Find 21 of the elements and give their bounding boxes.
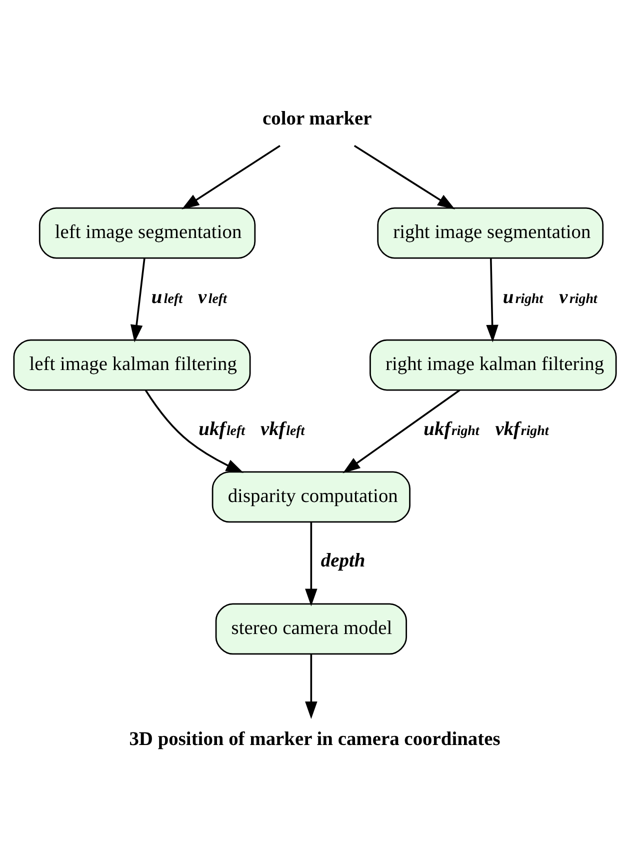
arrow	[144, 390, 244, 473]
node-box: stereo camera model	[215, 603, 408, 655]
edge-label: uright vright	[502, 286, 598, 308]
arrow	[182, 145, 280, 210]
arrow	[305, 522, 318, 606]
arrow	[342, 389, 460, 474]
node-box: right image kalman filtering	[370, 339, 617, 391]
arrow	[486, 258, 498, 342]
node-text: color marker	[262, 108, 372, 130]
edge-label: depth	[320, 550, 366, 572]
node-box: disparity computation	[212, 471, 410, 523]
node-box: left image segmentation	[38, 207, 256, 259]
arrow	[305, 654, 318, 720]
node-text: 3D position of marker in camera coordinates	[129, 729, 500, 750]
edge-label: uleft vleft	[151, 286, 227, 308]
edge-label: ukfleft vkfleft	[198, 418, 305, 440]
node-box: right image segmentation	[377, 207, 604, 259]
arrow	[354, 145, 456, 210]
node-box: left image kalman filtering	[13, 339, 251, 391]
arrow	[130, 258, 146, 342]
edge-label: ukfright vkfright	[424, 418, 549, 440]
